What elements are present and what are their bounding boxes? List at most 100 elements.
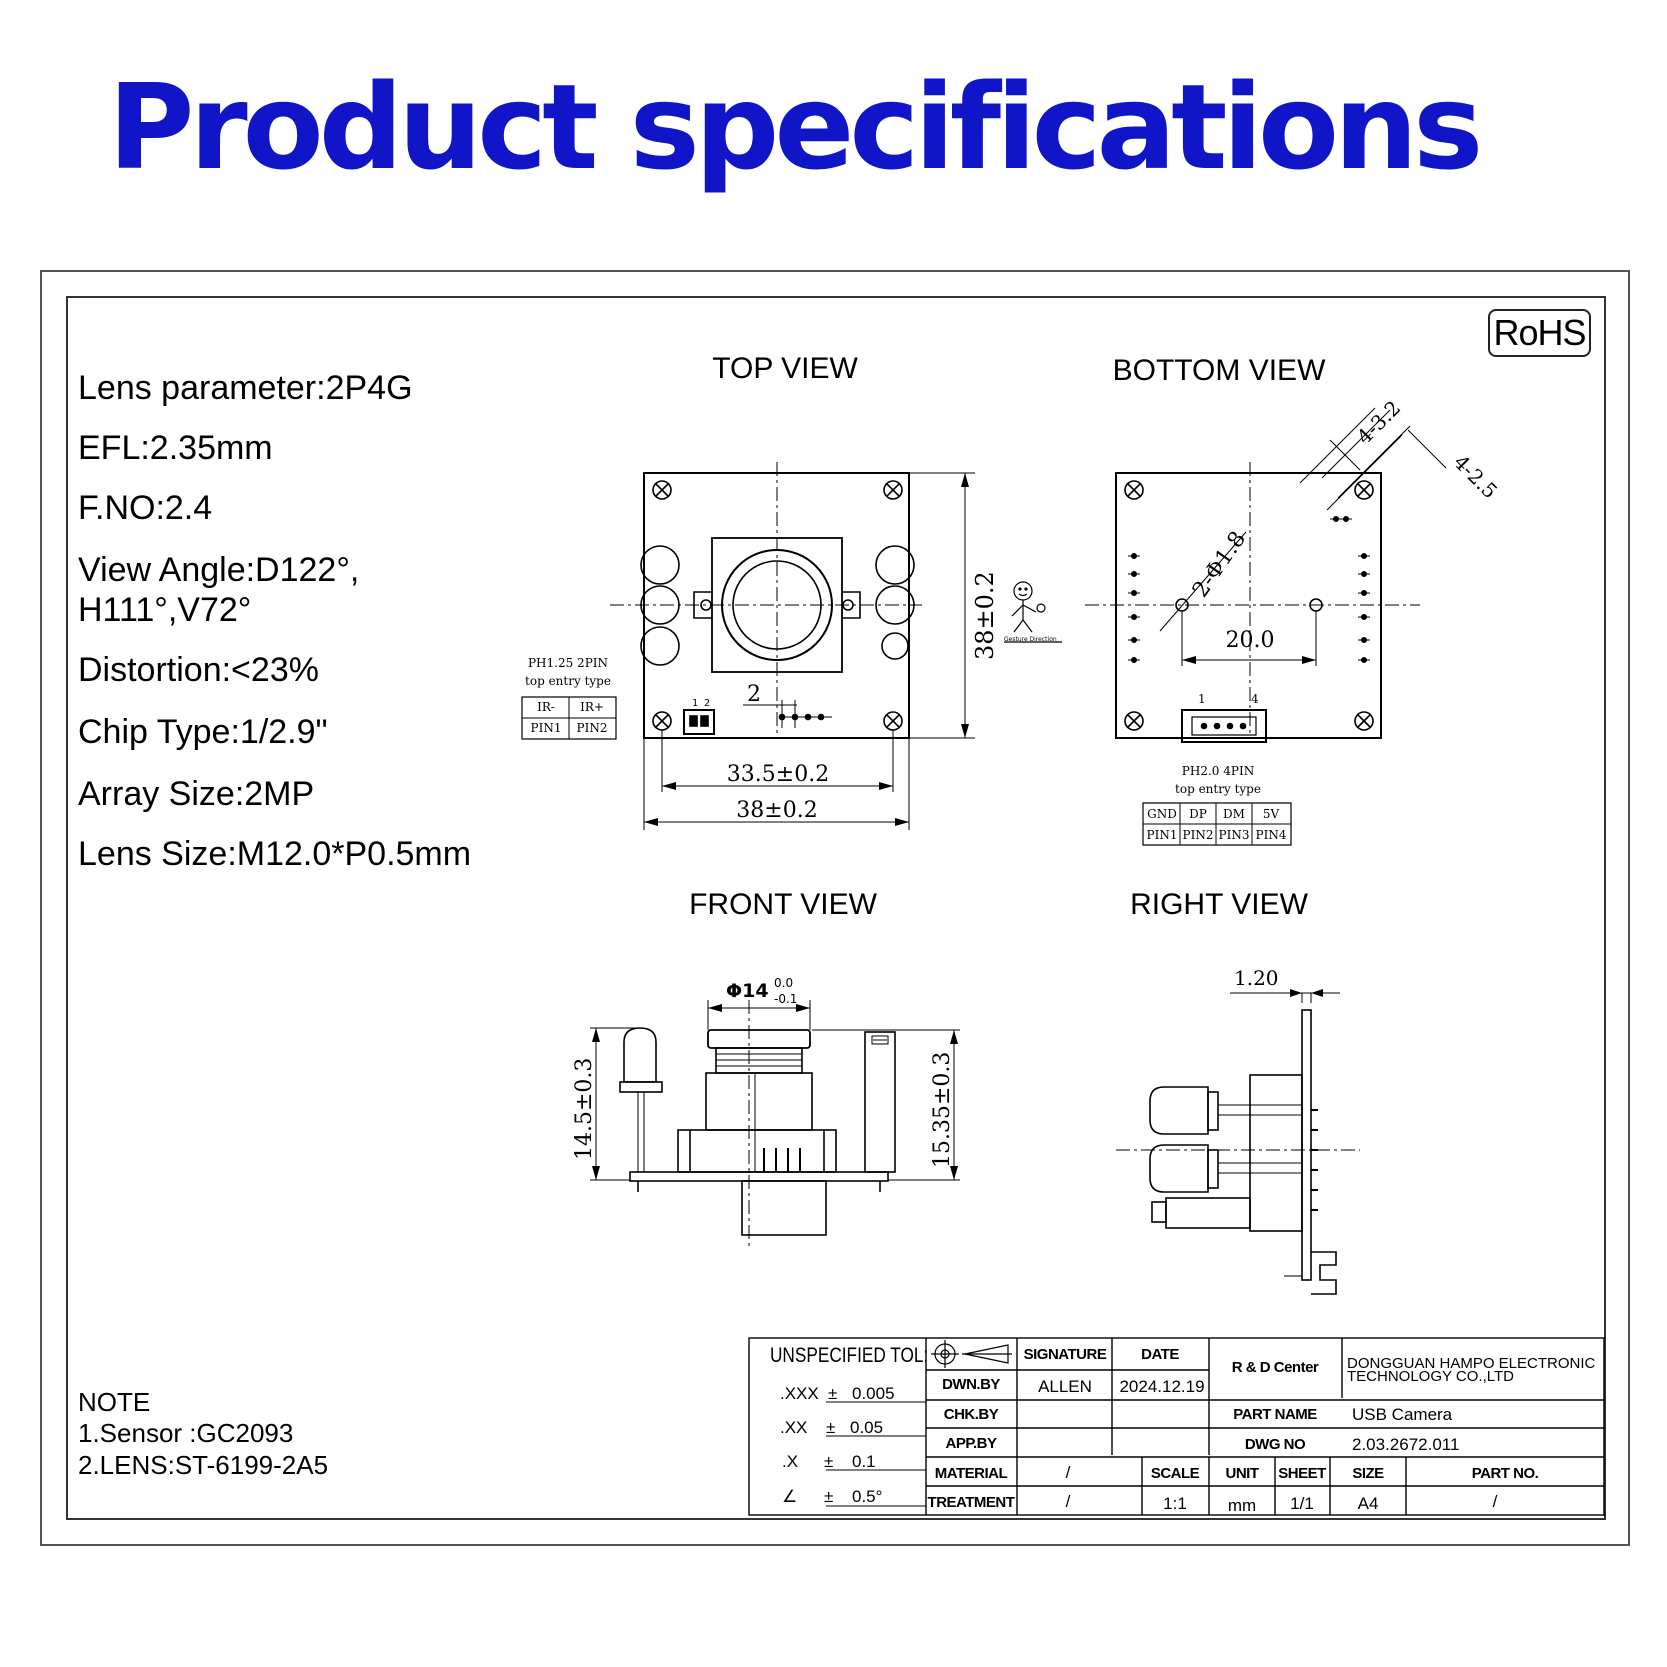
spec-lens-size: Lens Size:M12.0*P0.5mm	[78, 835, 472, 873]
tb-chk-by-label: CHK.BY	[943, 1406, 999, 1423]
dim-front-tol-lower: -0.1	[774, 992, 798, 1006]
spec-distortion: Distortion:<23%	[78, 651, 319, 689]
mount-hole-icon	[652, 480, 672, 500]
top-view-drawing	[521, 462, 975, 830]
page-title: Product specifications	[108, 58, 1483, 196]
gesture-figure-icon	[1004, 581, 1062, 643]
bottom-connector-pin-1: 1	[1198, 692, 1206, 706]
dim-front-lens-dia: Φ14	[726, 980, 769, 1002]
tol-xxx-pm: ±	[828, 1384, 838, 1403]
bottom-pin-dp: DP	[1189, 807, 1207, 821]
top-pin-ir-plus: IR+	[580, 700, 604, 714]
dim-right-thickness: 1.20	[1234, 966, 1279, 990]
tb-unit-value: mm	[1227, 1496, 1257, 1515]
tb-app-by-label: APP.BY	[945, 1435, 997, 1452]
tb-date-header: DATE	[1141, 1346, 1179, 1363]
bottom-pin-4: PIN4	[1255, 828, 1287, 842]
dim-top-pitch: 2	[747, 682, 761, 707]
tb-unit-label: UNIT	[1225, 1465, 1260, 1482]
tol-x-pm: ±	[824, 1452, 834, 1471]
tol-xxx-val: 0.005	[852, 1384, 895, 1403]
top-pin-1: PIN1	[530, 721, 562, 735]
tol-angle-key: ∠	[782, 1487, 798, 1506]
tb-treatment-label: TREATMENT	[927, 1494, 1015, 1511]
tol-xx-key: .XX	[780, 1418, 808, 1437]
tb-size-value: A4	[1357, 1494, 1379, 1513]
mount-hole-icon	[1354, 711, 1374, 731]
top-connector-pin-numbers: 1 2	[692, 698, 711, 709]
tb-dwg-no-value: 2.03.2672.011	[1352, 1435, 1460, 1454]
dim-top-inner-width: 33.5±0.2	[726, 762, 830, 787]
mount-hole-icon	[1354, 480, 1374, 500]
rohs-badge: RoHS	[1488, 309, 1591, 357]
tb-company-line-2: TECHNOLOGY CO.,LTD	[1347, 1368, 1514, 1385]
tol-x-key: .X	[782, 1452, 799, 1471]
mount-hole-icon	[883, 480, 903, 500]
mount-hole-icon	[883, 711, 903, 731]
tb-dwn-by-label: DWN.BY	[942, 1376, 1000, 1393]
bottom-pin-dm: DM	[1223, 807, 1245, 821]
tb-sheet-value: 1/1	[1290, 1494, 1314, 1513]
front-view-drawing	[590, 1000, 960, 1250]
right-view-label: RIGHT VIEW	[1130, 888, 1308, 921]
spec-lens-parameter: Lens parameter:2P4G	[78, 369, 413, 407]
bottom-connector-pin-4: 4	[1251, 692, 1259, 706]
tb-sheet-label: SHEET	[1278, 1465, 1326, 1482]
bottom-pin-2: PIN2	[1182, 828, 1214, 842]
title-block-grid	[748, 1337, 1605, 1516]
spec-efl: EFL:2.35mm	[78, 429, 273, 467]
bottom-connector-subtitle: top entry type	[1175, 782, 1261, 796]
tol-angle-pm: ±	[824, 1487, 834, 1506]
spec-chip-type: Chip Type:1/2.9"	[78, 713, 328, 751]
top-pin-ir-minus: IR-	[537, 700, 555, 714]
tolerance-heading: UNSPECIFIED TOL:	[770, 1344, 929, 1367]
tb-part-name-value: USB Camera	[1352, 1405, 1453, 1424]
tb-size-label: SIZE	[1352, 1465, 1384, 1482]
note-heading: NOTE	[78, 1387, 151, 1417]
bottom-pin-1: PIN1	[1146, 828, 1178, 842]
mount-hole-icon	[652, 711, 672, 731]
tol-xxx-key: .XXX	[780, 1384, 819, 1403]
top-pin-2: PIN2	[576, 721, 608, 735]
projection-symbol-icon	[931, 1340, 1012, 1368]
tol-x-val: 0.1	[852, 1452, 876, 1471]
tb-part-name-label: PART NAME	[1233, 1406, 1317, 1423]
tb-treatment-value: /	[1065, 1492, 1071, 1511]
tb-dwg-no-label: DWG NO	[1244, 1436, 1306, 1453]
mount-hole-icon	[1124, 480, 1144, 500]
front-view-label: FRONT VIEW	[689, 888, 877, 921]
top-connector-title: PH1.25 2PIN	[527, 656, 609, 670]
dim-front-tol-upper: 0.0	[774, 976, 794, 990]
dim-top-width: 38±0.2	[736, 798, 818, 823]
bottom-view-label: BOTTOM VIEW	[1112, 354, 1326, 387]
gesture-label: Gesture Direction	[1004, 636, 1057, 643]
drawing-inner-frame	[66, 296, 1606, 1520]
spec-array-size: Array Size:2MP	[78, 775, 315, 813]
tb-scale-label: SCALE	[1150, 1465, 1200, 1482]
tb-material-value: /	[1065, 1463, 1071, 1482]
dim-top-height: 38±0.2	[971, 571, 999, 660]
bottom-view-drawing	[1085, 407, 1447, 846]
bottom-pin-gnd: GND	[1147, 807, 1177, 821]
right-view-drawing	[1116, 989, 1360, 1295]
note-line-lens: 2.LENS:ST-6199-2A5	[78, 1450, 329, 1480]
bottom-pin-5v: 5V	[1262, 807, 1280, 821]
tb-dwn-name: ALLEN	[1038, 1377, 1092, 1396]
dim-bottom-hole-span: 20.0	[1225, 628, 1275, 653]
note-line-sensor: 1.Sensor :GC2093	[78, 1418, 294, 1448]
tb-dwn-date: 2024.12.19	[1119, 1377, 1205, 1396]
dim-front-right-height: 15.35±0.3	[930, 1051, 955, 1168]
tb-rd-center: R & D Center	[1231, 1359, 1319, 1376]
bottom-connector-title: PH2.0 4PIN	[1181, 764, 1255, 778]
tb-material-label: MATERIAL	[934, 1465, 1008, 1482]
tol-xx-pm: ±	[826, 1418, 836, 1437]
spec-view-angle-cont: H111°,V72°	[78, 591, 252, 629]
top-view-label: TOP VIEW	[712, 352, 858, 385]
mount-hole-icon	[1124, 711, 1144, 731]
tol-angle-val: 0.5°	[852, 1487, 883, 1506]
tb-part-no-value: /	[1492, 1492, 1498, 1511]
dim-front-left-height: 14.5±0.3	[572, 1057, 597, 1160]
drawing-outer-frame	[40, 270, 1630, 1546]
spec-fno: F.NO:2.4	[78, 489, 213, 527]
